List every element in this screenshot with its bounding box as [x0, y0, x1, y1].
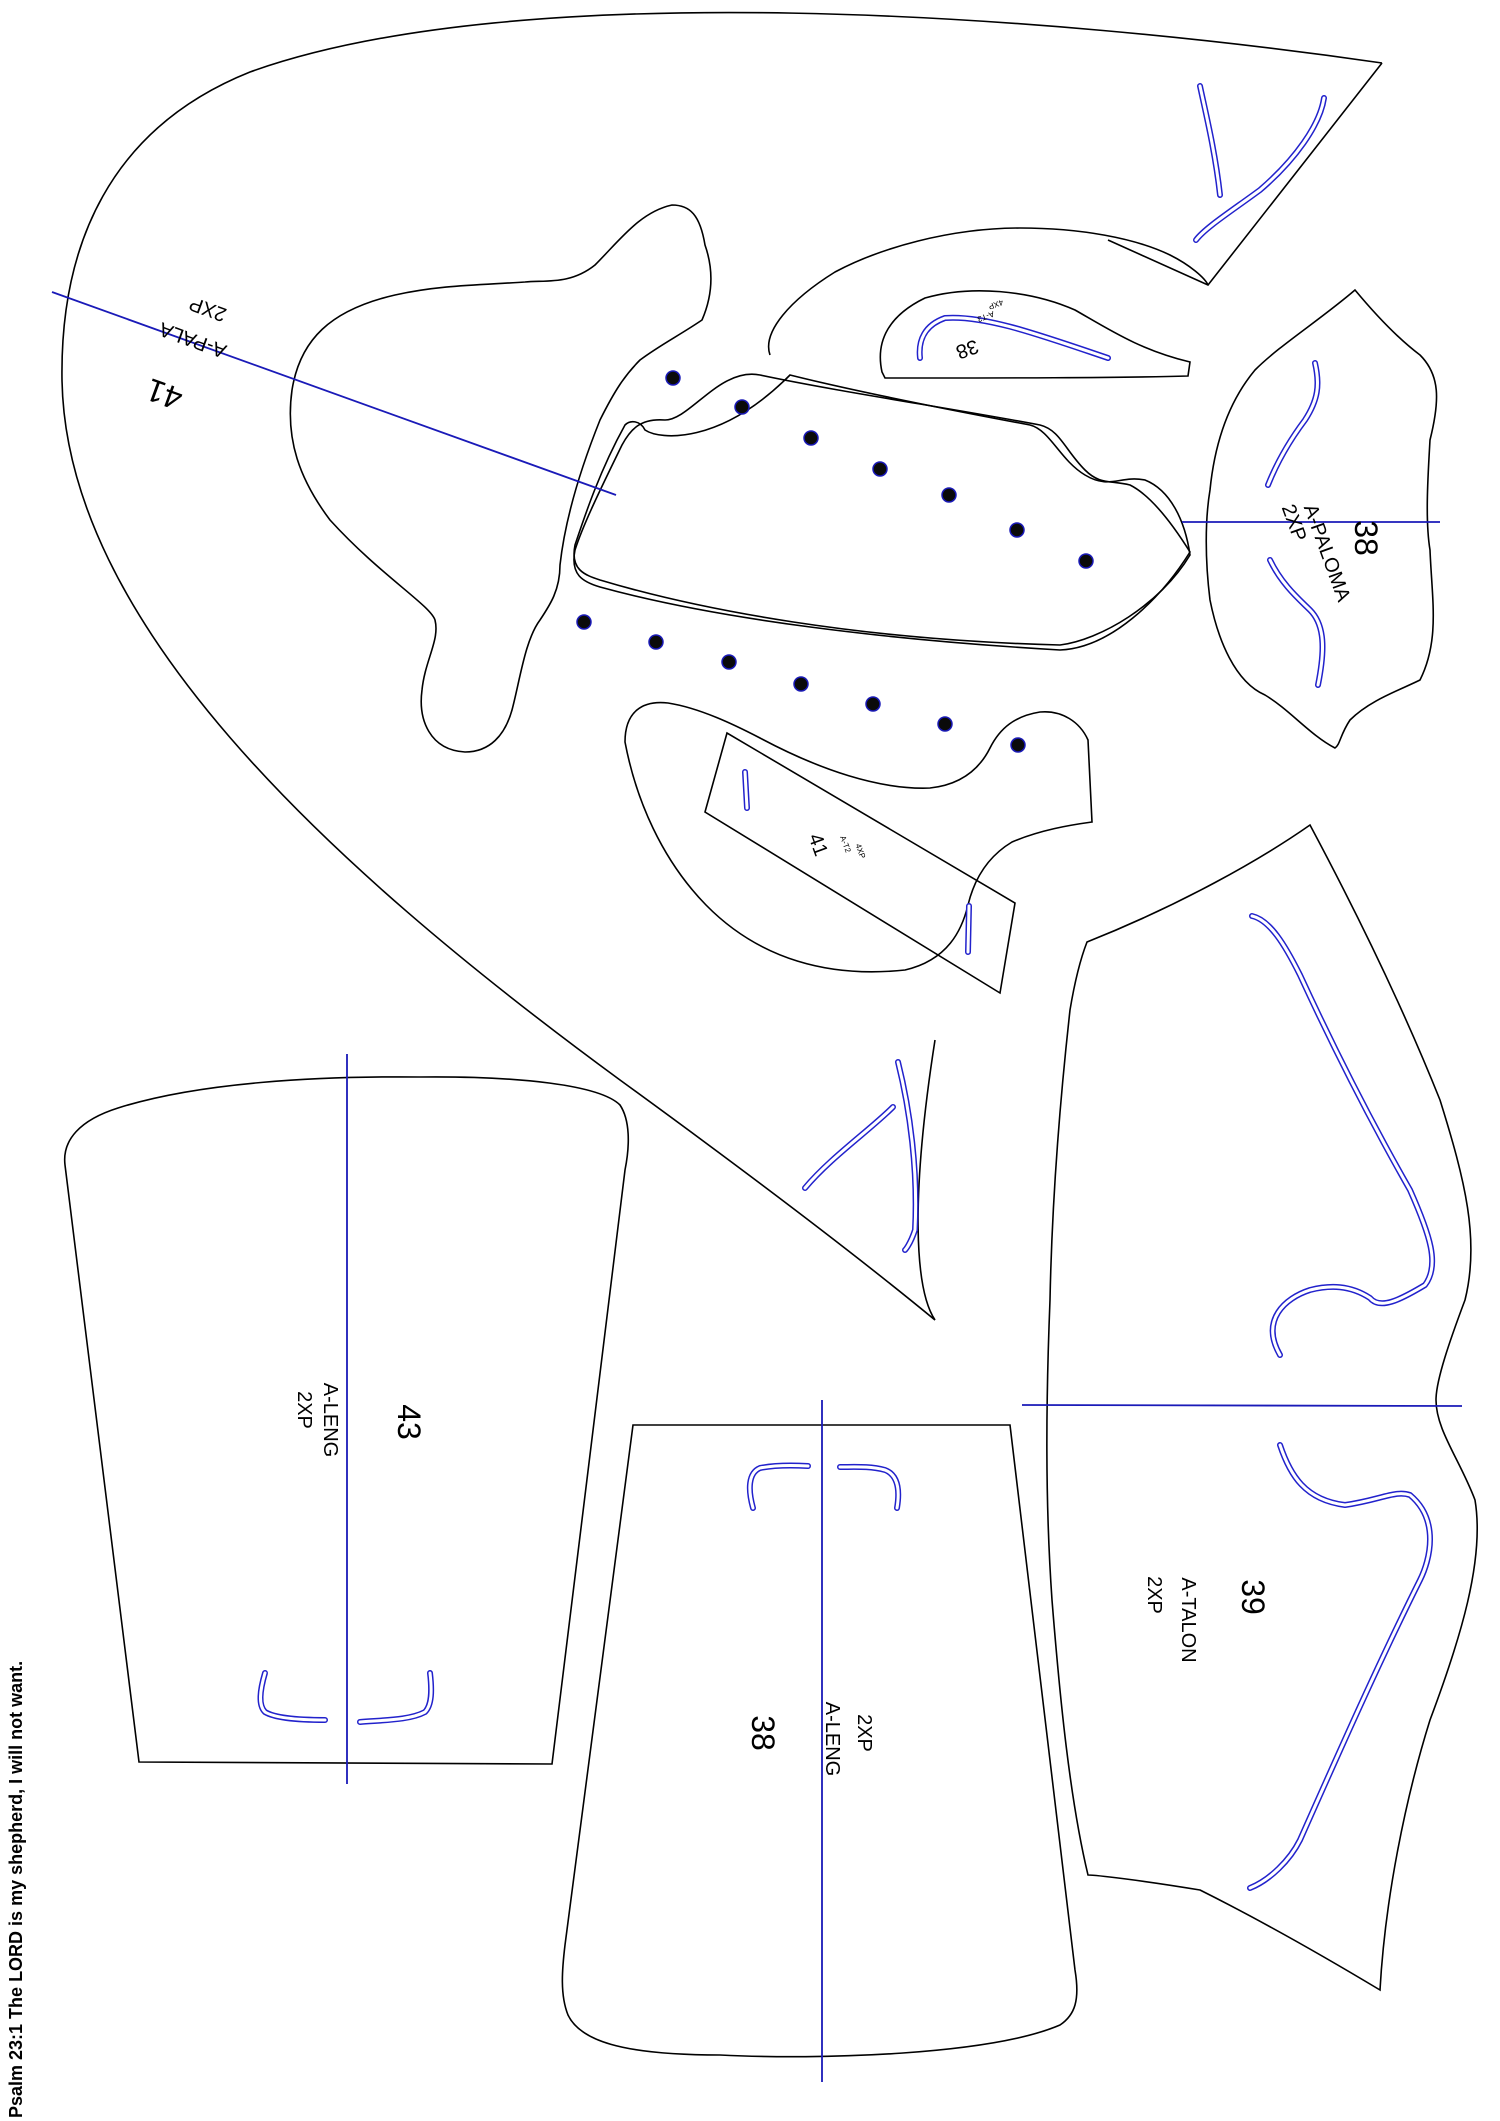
piece-38-t3-outline	[879, 290, 1191, 379]
upper-lace-window	[573, 374, 1191, 646]
piece-43-leng-qty: 2XP	[293, 1391, 315, 1429]
piece-38-leng-slot-left	[746, 1462, 811, 1511]
eyelet-hole	[941, 487, 957, 503]
piece-39-talon-qty: 2XP	[1143, 1576, 1165, 1614]
piece-43-leng-outline	[63, 1076, 630, 1765]
piece-38-paloma-slot-bottom-inner	[1268, 558, 1325, 687]
piece-41-t2-slot-b-inner	[966, 904, 971, 954]
pala-slot-top-1-inner	[1198, 84, 1222, 197]
piece-38-leng-slot-right-inner	[838, 1465, 900, 1510]
tongue-cutout	[289, 204, 712, 753]
piece-38-paloma-slot-top-inner	[1266, 361, 1319, 487]
piece-38-t3-slot	[916, 314, 1111, 361]
eyelet-hole	[865, 696, 881, 712]
piece-39-talon-number: 39	[1235, 1579, 1271, 1615]
piece-38-a-paloma: 38 A-PALOMA 2XP	[1182, 288, 1440, 749]
footer-verse: Psalm 23:1 The LORD is my shepherd, I wi…	[6, 1661, 26, 2118]
eyelet-hole	[1010, 737, 1026, 753]
pala-slot-heel-1-inner	[803, 1105, 895, 1190]
piece-41-pala-grainline	[51, 291, 617, 496]
piece-41-pala-qty: 2XP	[186, 292, 229, 326]
piece-43-leng-slot-right-inner	[358, 1671, 433, 1724]
piece-38-paloma-name: A-PALOMA	[1299, 501, 1355, 605]
eyelet-area-outline	[767, 227, 1209, 356]
piece-38-leng-outline	[561, 1424, 1078, 2058]
pala-heel-notch	[917, 1039, 936, 1321]
eyelets-lower-row	[576, 614, 1026, 753]
eyelet-hole	[793, 676, 809, 692]
eyelet-hole	[803, 430, 819, 446]
eyelet-hole	[734, 399, 750, 415]
piece-38-leng-name: A-LENG	[821, 1702, 843, 1776]
window-upper	[573, 373, 1191, 651]
piece-41-t2-name: A-T2	[838, 834, 853, 854]
piece-41-pala-number: 41	[141, 371, 187, 417]
piece-41-a-t2: 41 A-T2 4XP	[704, 731, 1016, 995]
piece-38-paloma-outline	[1205, 288, 1438, 749]
piece-38-t3-qty: 4XP	[987, 298, 1004, 312]
eyelet-hole	[648, 634, 664, 650]
piece-39-a-talon: 39 A-TALON 2XP	[1021, 823, 1478, 1992]
piece-41-t2-number: 41	[803, 831, 831, 859]
vamp-outer-line	[61, 11, 1383, 1321]
piece-43-a-leng: 43 A-LENG 2XP	[63, 1054, 630, 1784]
piece-41-t2-outline	[704, 731, 1016, 995]
piece-39-talon-slot-upper-inner	[1250, 914, 1434, 1357]
piece-38-t3-slot-inner	[918, 316, 1110, 360]
piece-39-talon-grainline	[1021, 1404, 1463, 1407]
piece-39-talon-name: A-TALON	[1177, 1577, 1199, 1662]
eyelet-hole	[576, 614, 592, 630]
piece-38-a-t3: 38 A-T3 4XP	[879, 290, 1191, 379]
piece-38-a-leng: 38 A-LENG 2XP	[561, 1400, 1078, 2082]
eyelet-hole	[937, 716, 953, 732]
piece-43-leng-number: 43	[391, 1404, 427, 1440]
eyelet-hole	[872, 461, 888, 477]
piece-43-leng-name: A-LENG	[319, 1383, 341, 1457]
piece-39-talon-outline	[1046, 823, 1478, 1992]
lower-window-shape	[624, 701, 1093, 973]
pala-slot-heel-2-inner	[896, 1060, 918, 1252]
piece-41-t2-qty: 4XP	[854, 842, 868, 859]
piece-38-paloma-slot-bottom	[1267, 557, 1326, 688]
piece-41-t2-slot-a-inner	[743, 770, 749, 810]
piece-43-leng-slot-left-inner	[259, 1671, 327, 1722]
piece-39-talon-slot-lower-inner	[1248, 1443, 1432, 1890]
pala-slot-top-2-inner	[1194, 96, 1326, 242]
eyelet-hole	[1078, 553, 1094, 569]
eyelet-hole	[1009, 522, 1025, 538]
piece-38-leng-slot-left-inner	[748, 1463, 810, 1510]
piece-38-t3-number: 38	[953, 334, 981, 362]
piece-38-leng-qty: 2XP	[853, 1714, 875, 1752]
eyelets-upper-row	[665, 370, 1094, 569]
piece-38-leng-number: 38	[745, 1715, 781, 1751]
piece-38-paloma-number: 38	[1348, 520, 1384, 556]
eyelet-hole	[665, 370, 681, 386]
eyelet-hole	[721, 654, 737, 670]
